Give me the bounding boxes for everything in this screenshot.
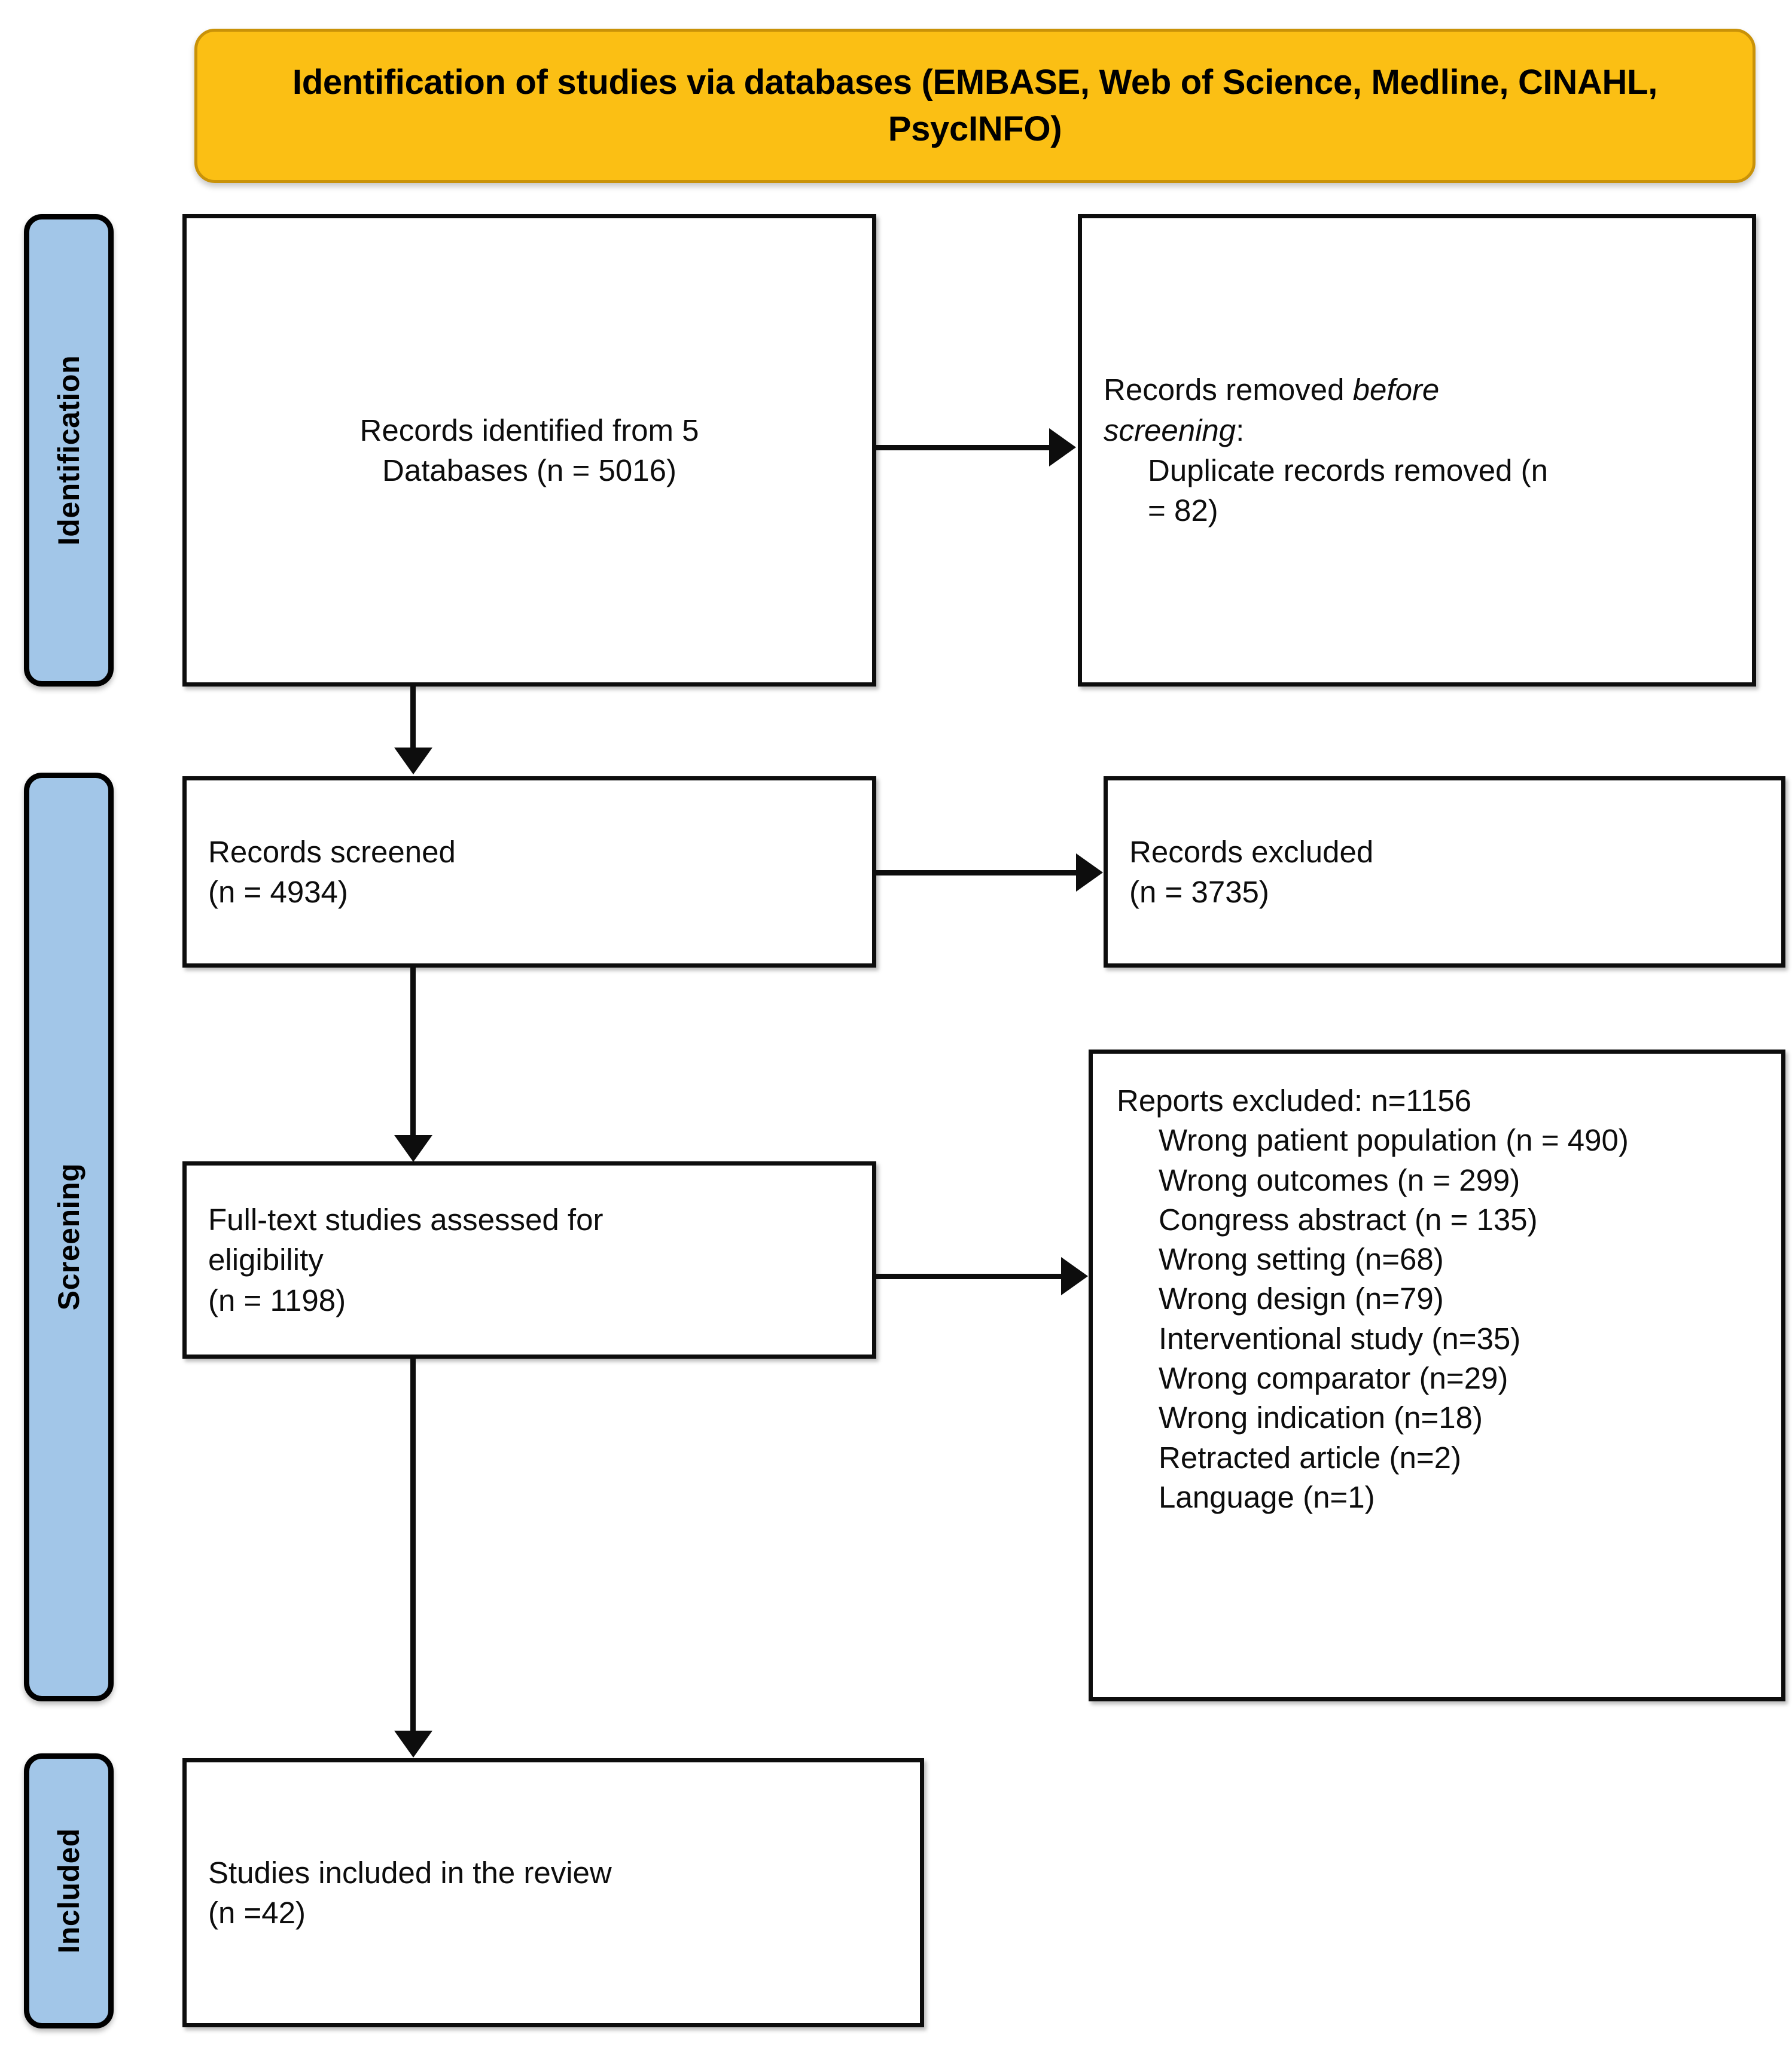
node-fulltext-assessed: Full-text studies assessed for eligibili… <box>182 1161 876 1359</box>
arrow-right-icon <box>1076 853 1103 892</box>
node-records-identified: Records identified from 5 Databases (n =… <box>182 214 876 687</box>
node-studies-included: Studies included in the review (n =42) <box>182 1758 924 2027</box>
records-excluded-line1: Records excluded <box>1129 834 1374 869</box>
connector-identified-to-screened <box>410 687 416 749</box>
studies-included-line1: Studies included in the review <box>208 1855 612 1890</box>
records-removed-line2: screening: <box>1082 410 1752 450</box>
connector-screened-to-excluded <box>876 870 1077 875</box>
reports-excluded-title: Reports excluded: n=1156 <box>1117 1084 1472 1118</box>
arrow-right-icon <box>1049 428 1076 466</box>
records-excluded-line2: (n = 3735) <box>1129 875 1269 909</box>
list-item: Wrong comparator (n=29) <box>1159 1361 1508 1396</box>
records-removed-italic-screening: screening <box>1104 413 1236 447</box>
list-item: Retracted article (n=2) <box>1159 1440 1461 1475</box>
stage-tab-identification: Identification <box>24 214 114 687</box>
fulltext-line3: (n = 1198) <box>208 1283 346 1317</box>
connector-fulltext-to-included <box>410 1359 416 1732</box>
node-records-excluded: Records excluded (n = 3735) <box>1104 776 1785 968</box>
connector-screened-to-fulltext <box>410 968 416 1138</box>
stage-tab-included: Included <box>24 1753 114 2028</box>
header-title: Identification of studies via databases … <box>292 62 1658 148</box>
stage-label-screening: Screening <box>52 1163 86 1311</box>
records-removed-colon: : <box>1236 413 1245 447</box>
records-screened-line2: (n = 4934) <box>208 875 348 909</box>
stage-label-included: Included <box>52 1828 86 1954</box>
records-removed-line1: Records removed before <box>1082 370 1752 410</box>
stage-tab-screening: Screening <box>24 773 114 1701</box>
stage-label-identification: Identification <box>52 355 86 546</box>
node-records-removed: Records removed before screening: Duplic… <box>1078 214 1756 687</box>
list-item: Wrong setting (n=68) <box>1159 1242 1444 1277</box>
records-removed-line3: Duplicate records removed (n <box>1148 453 1548 487</box>
records-identified-line2: Databases (n = 5016) <box>382 453 676 487</box>
list-item: Interventional study (n=35) <box>1159 1321 1521 1356</box>
arrow-right-icon <box>1061 1257 1088 1295</box>
connector-identified-to-removed <box>876 445 1050 450</box>
list-item: Wrong outcomes (n = 299) <box>1159 1163 1520 1197</box>
records-removed-italic-before: before <box>1352 373 1440 407</box>
node-reports-excluded: Reports excluded: n=1156 Wrong patient p… <box>1089 1050 1785 1701</box>
list-item: Wrong patient population (n = 490) <box>1159 1123 1629 1158</box>
fulltext-line2: eligibility <box>208 1243 324 1277</box>
list-item: Congress abstract (n = 135) <box>1159 1202 1538 1237</box>
arrow-down-icon <box>394 1135 432 1162</box>
node-records-screened: Records screened (n = 4934) <box>182 776 876 968</box>
studies-included-line2: (n =42) <box>208 1896 306 1930</box>
arrow-down-icon <box>394 1731 432 1758</box>
list-item: Wrong indication (n=18) <box>1159 1401 1483 1435</box>
records-screened-line1: Records screened <box>208 834 456 869</box>
list-item: Language (n=1) <box>1159 1479 1375 1514</box>
records-identified-line1: Records identified from 5 <box>359 413 699 447</box>
fulltext-line1: Full-text studies assessed for <box>208 1203 604 1237</box>
connector-fulltext-to-reports-excluded <box>876 1274 1062 1279</box>
records-removed-prefix: Records removed <box>1104 373 1353 407</box>
records-removed-line4: = 82) <box>1148 493 1218 528</box>
reports-excluded-reason-list: Wrong patient population (n = 490) Wrong… <box>1093 1121 1781 1517</box>
header-banner: Identification of studies via databases … <box>194 29 1756 183</box>
arrow-down-icon <box>394 748 432 774</box>
list-item: Wrong design (n=79) <box>1159 1282 1444 1316</box>
